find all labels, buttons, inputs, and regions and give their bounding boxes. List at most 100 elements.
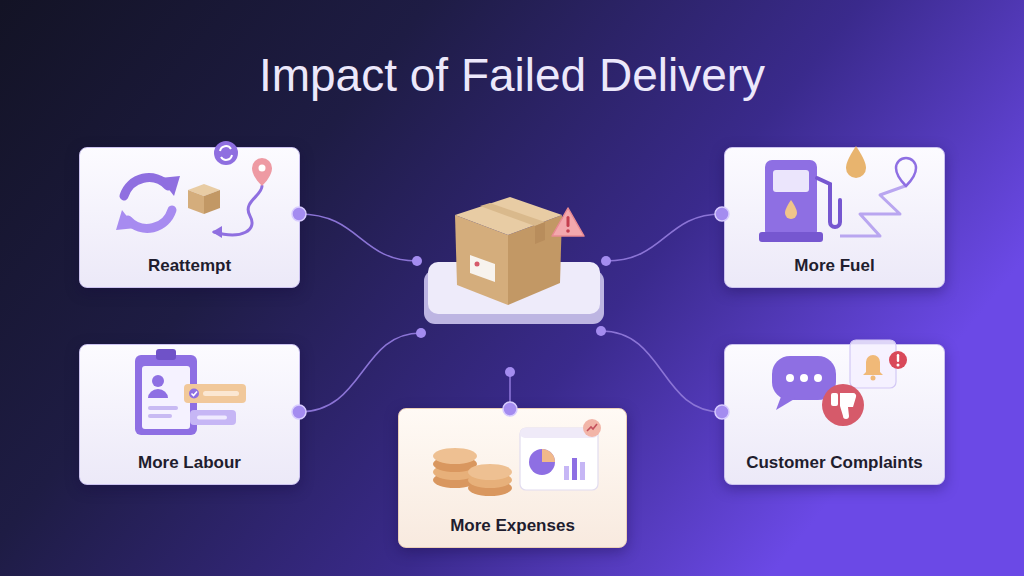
labour-icon	[135, 349, 246, 435]
trend-badge	[583, 419, 601, 437]
cycle-arrow	[124, 178, 168, 196]
bell-clapper	[871, 376, 876, 381]
task-card	[190, 410, 236, 425]
box-label: More Labour	[138, 452, 241, 473]
coin	[468, 464, 512, 480]
small-box	[188, 184, 220, 196]
bell	[863, 355, 883, 375]
impact-box: Customer Complaints	[724, 344, 945, 485]
bar	[564, 466, 569, 480]
alert-mark	[897, 364, 900, 367]
box-label: Reattempt	[148, 255, 231, 276]
connector-dot	[715, 207, 729, 221]
box-face	[455, 197, 562, 235]
location-pin	[896, 158, 916, 186]
dislike-badge	[822, 384, 864, 426]
connector-dot	[715, 405, 729, 419]
speech-tail	[776, 394, 796, 410]
pie-slice	[542, 449, 555, 462]
bubble-dot	[814, 374, 822, 382]
text-line	[148, 406, 178, 410]
arrow-head	[116, 210, 136, 230]
route-line	[214, 186, 262, 235]
person-head	[152, 375, 164, 387]
warning-mark	[566, 229, 570, 233]
clipboard	[135, 355, 197, 435]
package-illustration	[424, 197, 604, 324]
impact-box: More Expenses	[398, 408, 627, 548]
impact-box: More Fuel	[724, 147, 945, 288]
task-card	[184, 384, 246, 403]
thumb-cuff	[831, 393, 838, 406]
coin	[468, 472, 512, 488]
leader-line	[299, 214, 417, 261]
box-tape	[535, 222, 545, 244]
pie-chart	[529, 449, 555, 475]
clipboard-paper	[142, 366, 190, 429]
connector-dot	[601, 256, 611, 266]
chart-card-header	[520, 428, 598, 438]
coin	[433, 472, 477, 488]
fuel-hose	[817, 178, 840, 227]
connector-dot	[416, 328, 426, 338]
box-tape	[480, 203, 545, 226]
leader-line	[299, 333, 421, 412]
box-label: More Expenses	[450, 515, 575, 536]
clipboard-clip	[156, 349, 176, 360]
connector-dot	[505, 367, 515, 377]
warning-symbol	[552, 208, 584, 236]
coin	[433, 448, 477, 464]
fuel-icon	[759, 146, 916, 242]
connector-dot	[292, 405, 306, 419]
impact-box: Reattempt	[79, 147, 300, 288]
fuel-drop	[785, 200, 797, 219]
cycle-arrow	[128, 210, 172, 228]
refresh-badge	[214, 141, 238, 165]
connector-dot	[412, 256, 422, 266]
fuel-drop	[846, 146, 866, 178]
fuel-pump-screen	[773, 170, 809, 192]
leader-line	[606, 214, 722, 261]
small-box	[204, 190, 220, 214]
check-mark	[192, 392, 198, 396]
connector-dot	[503, 402, 517, 416]
chart-card	[520, 428, 598, 490]
box-label-dot	[475, 262, 480, 267]
coin	[468, 480, 512, 496]
alert-card	[850, 340, 896, 388]
leader-line	[509, 372, 511, 409]
leader-line	[601, 331, 722, 412]
coin	[433, 464, 477, 480]
text-line	[148, 414, 172, 418]
box-label: Customer Complaints	[746, 452, 923, 473]
coin	[433, 456, 477, 472]
thumb-down	[840, 393, 856, 419]
refresh-mark	[220, 146, 232, 160]
impact-box: More Labour	[79, 344, 300, 485]
connector-dots	[292, 207, 729, 419]
speech-bubble	[772, 356, 836, 400]
trend-mark	[587, 424, 597, 431]
connector-dot	[292, 207, 306, 221]
alert-badge	[889, 351, 907, 369]
connector-dot	[596, 326, 606, 336]
box-label: More Fuel	[794, 255, 874, 276]
bar	[572, 458, 577, 480]
reattempt-icon	[116, 141, 272, 238]
bubble-dot	[786, 374, 794, 382]
person-body	[148, 389, 168, 398]
arrow-head	[160, 176, 180, 196]
route-line	[840, 186, 905, 236]
check-badge	[189, 389, 199, 399]
fuel-pump-base	[759, 232, 823, 242]
arrow-head	[212, 226, 222, 238]
location-pin-hole	[259, 165, 266, 172]
location-pin	[252, 158, 272, 186]
text-line	[197, 416, 227, 420]
box-label	[470, 255, 495, 282]
bubble-dot	[800, 374, 808, 382]
leader-lines	[299, 214, 722, 412]
alert-mark	[897, 354, 899, 362]
